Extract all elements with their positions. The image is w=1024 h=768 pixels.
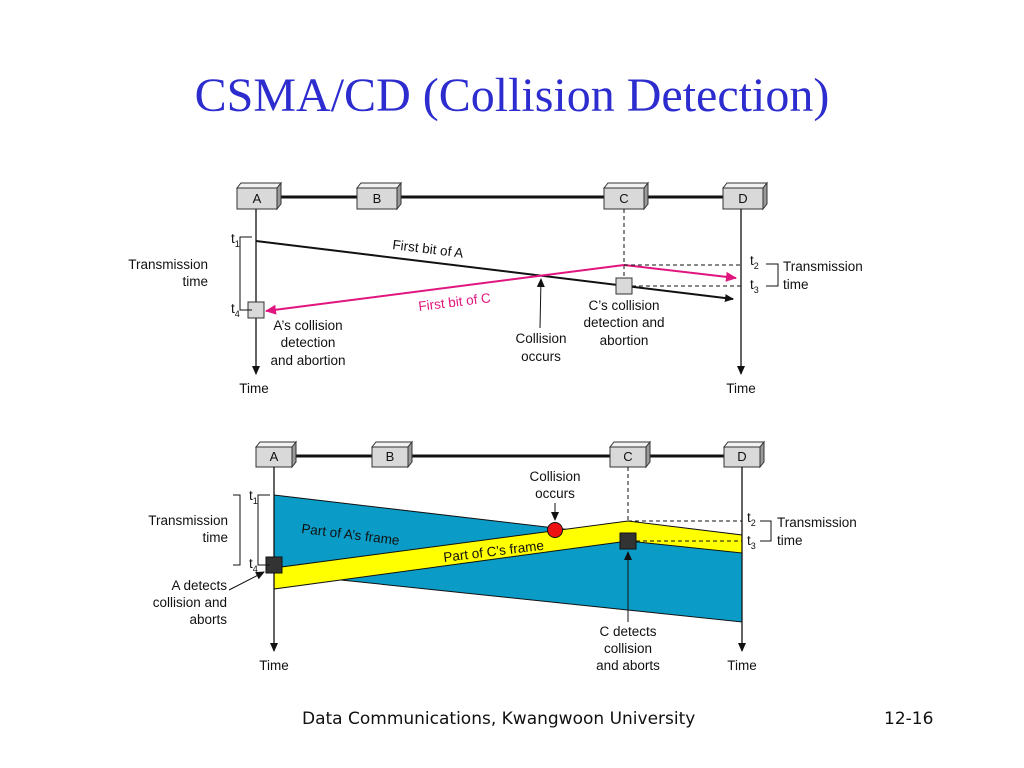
bottom-station-d: D [722,440,766,469]
bottom-a-detect-line1: A detects [171,578,227,593]
bottom-diagram: A B C D [148,440,857,673]
bottom-left-tx-line1: Transmission [148,513,228,528]
top-right-tx-line2: time [783,277,809,292]
bottom-time-d-label: Time [727,658,757,673]
bottom-c-detect-line1: C detects [599,624,656,639]
top-station-b-label: B [373,191,382,206]
bottom-station-b: B [370,440,414,469]
bottom-t2-label: t2 [747,510,756,528]
bottom-right-tx-line2: time [777,533,803,548]
top-t3-label: t3 [750,277,759,295]
top-time-d-label: Time [726,381,756,396]
top-collision-line1: Collision [515,331,566,346]
top-station-a: A [235,181,283,211]
bottom-collision-dot [547,522,563,538]
bottom-a-detect-line3: aborts [189,612,227,627]
top-first-bit-a-label: First bit of A [392,237,465,261]
bottom-right-tx-line1: Transmission [777,515,857,530]
top-station-d-label: D [738,191,747,206]
bottom-time-a-label: Time [259,658,289,673]
top-a-detect-line2: detection [281,335,336,350]
bottom-collision-line2: occurs [535,486,575,501]
bottom-station-a: A [254,440,298,469]
top-a-detect-line3: and abortion [270,353,345,368]
bottom-t4-label: t4 [249,556,258,574]
slide-title: CSMA/CD (Collision Detection) [194,69,830,122]
bottom-left-tx-line2: time [202,530,228,545]
footer-page-number: 12-16 [884,709,934,729]
top-station-c: C [602,181,650,211]
top-t2-label: t2 [750,253,759,271]
bottom-station-d-label: D [737,449,746,464]
bottom-c-detect-line2: collision [604,641,652,656]
bottom-left-brace [233,494,241,566]
top-first-bit-c-left [265,264,625,315]
bottom-right-bracket [760,520,772,542]
bottom-t1-label: t1 [249,488,258,506]
bottom-a-detect-arrow [228,571,265,591]
bottom-left-bracket [257,494,270,566]
top-c-detect-line1: C’s collision [588,298,659,313]
top-c-detect-line3: abortion [600,333,649,348]
top-right-bracket [766,263,779,287]
bottom-station-c: C [608,440,652,469]
top-station-d: D [721,181,769,211]
top-left-bracket [239,236,252,311]
top-collision-arrow [536,278,545,329]
top-first-bit-c-label: First bit of C [418,290,492,314]
top-c-detect-line2: detection and [583,315,664,330]
bottom-a-detect-line2: collision and [153,595,227,610]
bottom-t3-label: t3 [747,533,756,551]
top-station-c-label: C [619,191,628,206]
top-collision-line2: occurs [521,349,561,364]
top-right-tx-line1: Transmission [783,259,863,274]
top-left-tx-line2: time [182,274,208,289]
top-diagram: A B C D [128,181,863,396]
top-first-bit-a-line [255,240,734,303]
top-c-detect-box [615,277,633,295]
bottom-station-c-label: C [623,449,632,464]
bottom-c-detect-square [619,532,637,550]
bottom-collision-line1: Collision [529,469,580,484]
top-t4-label: t4 [231,301,240,319]
bottom-c-detect-line3: and aborts [596,658,660,673]
bottom-station-a-label: A [270,449,279,464]
bottom-station-b-label: B [386,449,395,464]
top-time-a-label: Time [239,381,269,396]
top-a-detect-line1: A’s collision [273,318,342,333]
top-left-tx-line1: Transmission [128,257,208,272]
footer-course-label: Data Communications, Kwangwoon Universit… [302,709,696,729]
top-t1-label: t1 [231,231,240,249]
top-station-b: B [355,181,403,211]
top-station-a-label: A [253,191,262,206]
top-first-bit-c-right [623,264,737,282]
